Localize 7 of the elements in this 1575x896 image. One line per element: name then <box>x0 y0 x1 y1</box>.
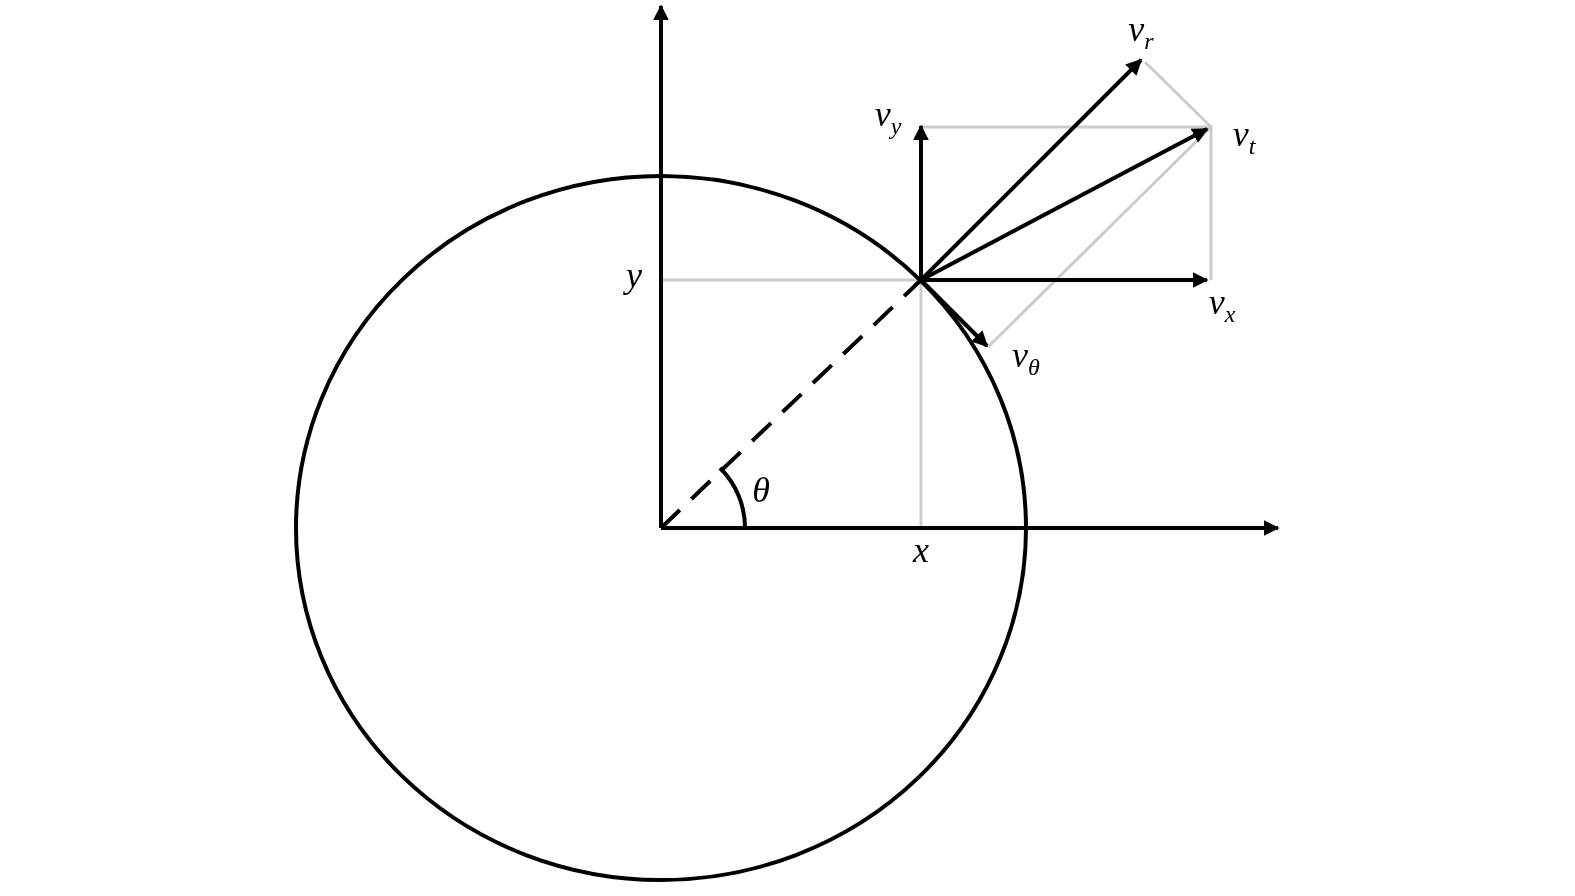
math-label: v$_{x}$ <box>1208 283 1236 327</box>
math-label: x <box>913 532 929 568</box>
math-label: v$_{θ}$ <box>1012 336 1040 380</box>
math-label: θ <box>752 472 770 508</box>
math-label: v$_{y}$ <box>874 95 902 139</box>
math-label: v$_{t}$ <box>1232 115 1256 159</box>
math-label: v$_{r}$ <box>1128 10 1154 54</box>
